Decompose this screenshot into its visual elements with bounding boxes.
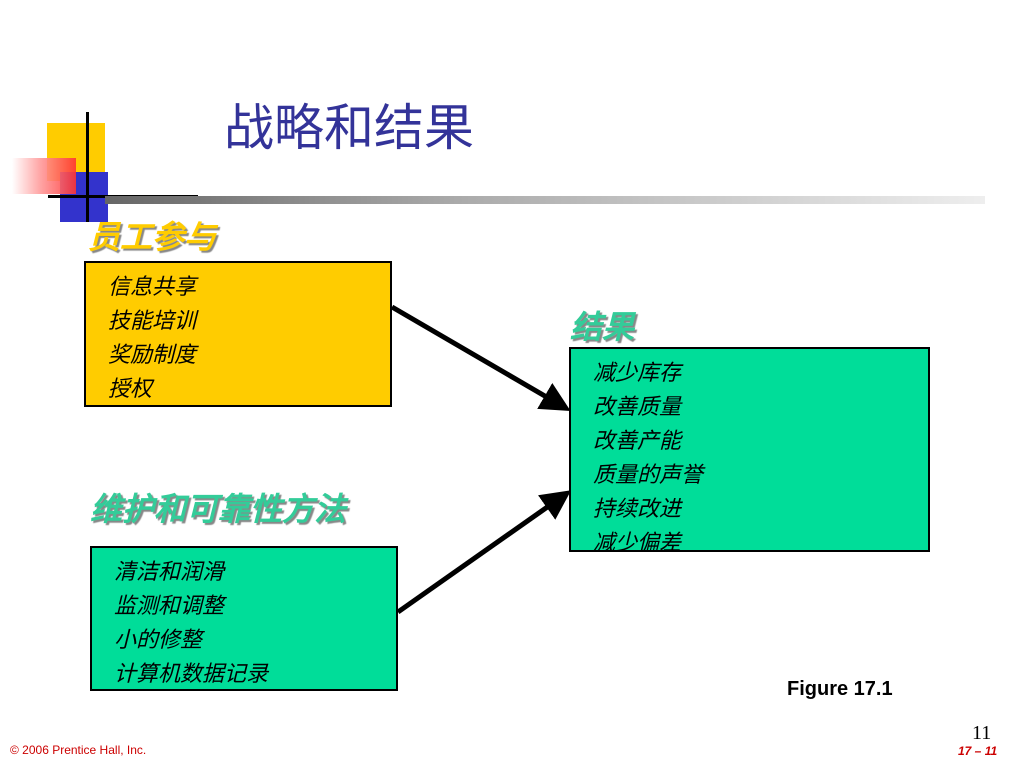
maintenance-box: 清洁和润滑 监测和调整 小的修整 计算机数据记录 xyxy=(90,546,398,691)
results-item: 改善产能 xyxy=(593,429,682,454)
results-item: 改善质量 xyxy=(593,395,682,420)
figure-label: Figure 17.1 xyxy=(787,678,893,700)
maintenance-item: 小的修整 xyxy=(114,628,203,653)
maintenance-item: 监测和调整 xyxy=(114,594,225,619)
copyright-footer: © 2006 Prentice Hall, Inc. xyxy=(10,743,147,757)
results-item: 减少库存 xyxy=(593,361,682,386)
title-divider xyxy=(105,196,985,204)
results-item: 持续改进 xyxy=(593,497,682,522)
results-box: 减少库存 改善质量 改善产能 质量的声誉 持续改进 减少偏差 xyxy=(569,347,930,556)
decor-vertical-line xyxy=(86,112,89,222)
results-item: 质量的声誉 xyxy=(593,463,704,488)
arrow-maintenance-to-results xyxy=(396,490,572,615)
slide-number: 11 xyxy=(972,722,992,744)
employee-involvement-heading: 员工参与 xyxy=(88,218,217,256)
employee-item: 技能培训 xyxy=(108,309,197,334)
page-code: 17 – 11 xyxy=(958,744,998,758)
maintenance-heading: 维护和可靠性方法 xyxy=(90,490,347,528)
maintenance-item: 清洁和润滑 xyxy=(114,560,225,585)
decor-red-square xyxy=(12,158,76,194)
employee-item: 奖励制度 xyxy=(108,343,197,368)
slide-title: 战略和结果 xyxy=(224,99,474,157)
employee-item: 信息共享 xyxy=(108,275,197,300)
employee-item: 授权 xyxy=(108,377,153,402)
results-heading: 结果 xyxy=(570,308,635,346)
maintenance-item: 计算机数据记录 xyxy=(114,662,269,687)
arrow-employee-to-results xyxy=(390,304,571,412)
results-item: 减少偏差 xyxy=(593,531,682,556)
employee-involvement-box: 信息共享 技能培训 奖励制度 授权 xyxy=(84,261,392,407)
